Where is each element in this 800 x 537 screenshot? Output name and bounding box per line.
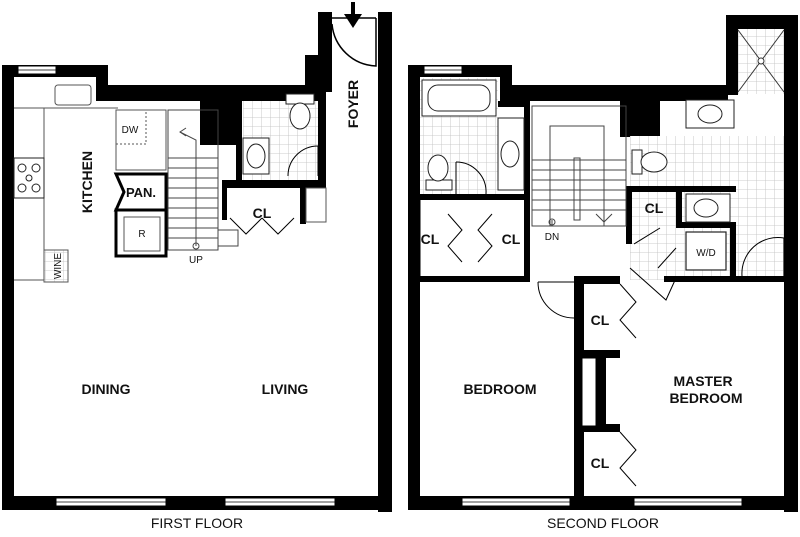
room-label-dining: DINING (82, 381, 131, 397)
second-floor-stairs (531, 105, 627, 227)
bathtub-icon (421, 79, 497, 117)
second-floor: BEDROOM MASTER BEDROOM CL CL CL CL CL W/… (408, 15, 798, 531)
wine-rack (43, 249, 69, 283)
room-label-closet: CL (253, 205, 272, 221)
room-label-closet-master-bath: CL (645, 200, 664, 216)
room-label-living: LIVING (262, 381, 309, 397)
room-label-bedroom: BEDROOM (463, 381, 536, 397)
toilet-icon (425, 154, 453, 191)
room-label-pantry: PAN. (126, 185, 156, 200)
toilet-icon (285, 93, 315, 130)
room-label-closet-upper: CL (591, 312, 610, 328)
stairs-label-up: UP (189, 255, 203, 266)
first-floor-stairs (167, 109, 239, 251)
room-label-closet-lower: CL (591, 455, 610, 471)
appliance-label-dishwasher: DW (122, 125, 139, 136)
room-label-kitchen: KITCHEN (79, 151, 95, 213)
second-floor-walls (408, 15, 798, 512)
sink-icon (497, 117, 525, 191)
door-swing-icon (229, 145, 327, 235)
entry-arrow-icon (344, 2, 362, 28)
stove-icon (13, 157, 45, 199)
room-label-closet-middle: CL (502, 231, 521, 247)
shower-icon (737, 29, 785, 93)
sink-icon (242, 137, 270, 175)
room-label-foyer: FOYER (345, 80, 361, 128)
room-label-master-bedroom-line2: BEDROOM (669, 390, 742, 406)
sink-icon (685, 99, 735, 223)
first-floor: KITCHEN DINING LIVING FOYER CL PAN. DW R… (2, 2, 392, 531)
washer-dryer (685, 231, 727, 271)
appliance-label-refrigerator: R (138, 229, 145, 240)
stairs-label-down: DN (545, 232, 559, 243)
toilet-icon (631, 149, 668, 175)
floor-caption-first: FIRST FLOOR (151, 515, 243, 531)
appliance-label-wine: WINE (53, 253, 64, 279)
room-label-closet-left: CL (421, 231, 440, 247)
appliance-label-washer-dryer: W/D (696, 248, 715, 259)
pantry-and-fridge (113, 172, 168, 258)
room-label-master-bedroom-line1: MASTER (673, 373, 732, 389)
floor-caption-second: SECOND FLOOR (547, 515, 659, 531)
door-swing-icon (419, 161, 785, 487)
window-icon (423, 65, 743, 507)
window-icon (17, 65, 336, 507)
